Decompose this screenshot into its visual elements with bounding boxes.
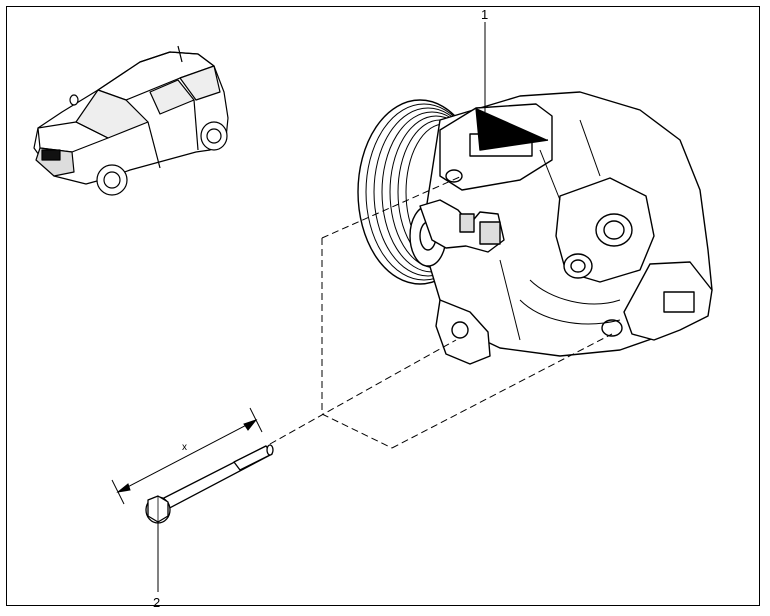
alignment-dashed-lines: [269, 175, 613, 449]
ac-compressor: [357, 91, 713, 365]
dimension-label: x: [182, 442, 187, 453]
leader-lines: [157, 22, 486, 592]
dimension-x: [111, 407, 263, 505]
suv-vehicle-icon: [33, 45, 229, 196]
callout-1: 1: [481, 7, 488, 22]
callout-2: 2: [153, 595, 160, 610]
mounting-bolt: [145, 444, 274, 524]
